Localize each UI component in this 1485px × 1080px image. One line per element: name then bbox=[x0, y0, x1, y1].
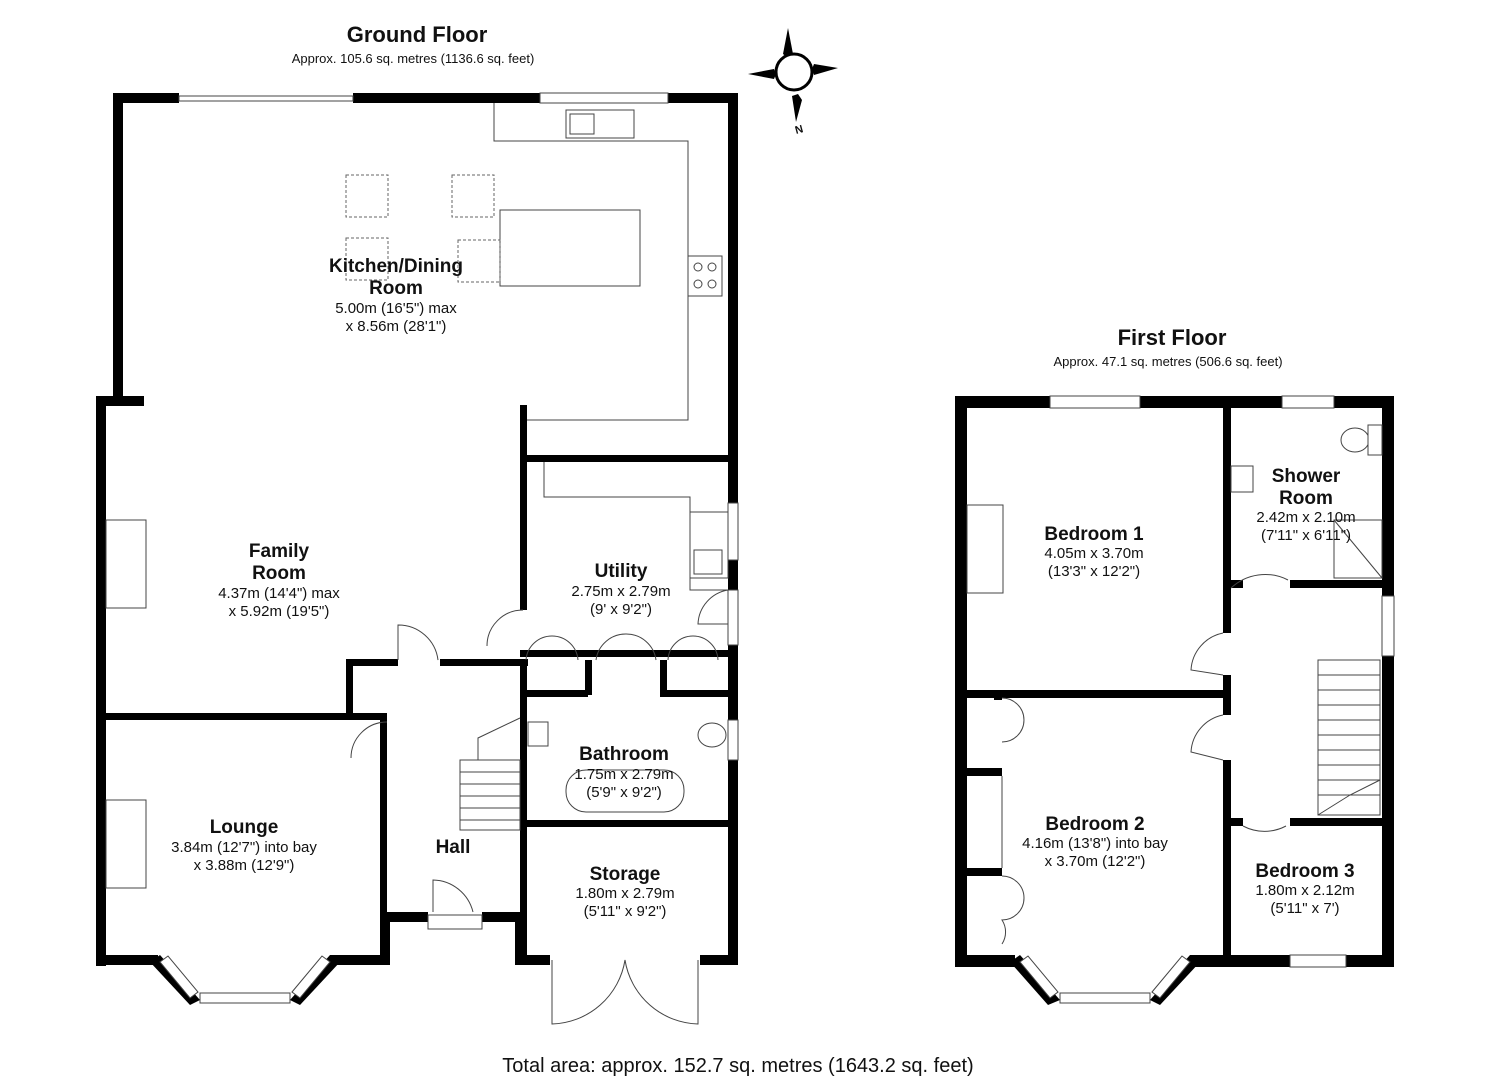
first-floor-stairs bbox=[1317, 659, 1381, 816]
utility-window bbox=[727, 502, 739, 561]
utility-dim-line1: 2.75m x 2.79m bbox=[571, 583, 670, 600]
hob bbox=[687, 255, 723, 297]
lounge-bay-window-right bbox=[291, 955, 331, 999]
hall-stairs bbox=[459, 717, 521, 831]
utility-side-door bbox=[727, 589, 739, 646]
stool bbox=[451, 174, 495, 218]
bedroom3-name: Bedroom 3 bbox=[1255, 861, 1354, 882]
utility-fixtures bbox=[543, 462, 729, 591]
first-floor-windows bbox=[1019, 395, 1395, 1004]
bathtub bbox=[565, 769, 685, 813]
kitchen-dim-line1: 5.00m (16'5") max bbox=[335, 300, 457, 317]
first-floor-area: Approx. 47.1 sq. metres (506.6 sq. feet) bbox=[1053, 354, 1282, 369]
bathroom-dim-line1: 1.75m x 2.79m bbox=[574, 766, 673, 783]
bedroom2-name: Bedroom 2 bbox=[1045, 814, 1144, 835]
bedroom1-chimney-breast bbox=[966, 504, 1004, 594]
storage-dim-line2: (5'11" x 9'2") bbox=[584, 903, 667, 920]
bathroom-window bbox=[727, 719, 739, 761]
utility-name: Utility bbox=[595, 561, 648, 582]
bathroom-toilet bbox=[697, 722, 727, 748]
lounge-fireplace bbox=[105, 799, 147, 889]
ground-floor-windows bbox=[159, 92, 739, 1004]
bathroom-name: Bathroom bbox=[579, 744, 669, 765]
room-kitchen-dining: Kitchen/Dining Room 5.00m (16'5") max x … bbox=[329, 256, 463, 335]
compass-icon bbox=[774, 52, 814, 92]
lounge-dim-line2: x 3.88m (12'9") bbox=[194, 857, 295, 874]
room-lounge: Lounge 3.84m (12'7") into bay x 3.88m (1… bbox=[171, 817, 317, 874]
bedroom1-dim-line2: (13'3" x 12'2") bbox=[1048, 563, 1140, 580]
shower-room-toilet bbox=[1340, 427, 1370, 453]
bedroom2-bay-window bbox=[1059, 992, 1151, 1004]
first-floor-walls bbox=[955, 396, 1394, 1005]
kitchen-name-line1: Kitchen/Dining bbox=[329, 256, 463, 277]
landing-window bbox=[1381, 595, 1395, 657]
bathroom-fixtures bbox=[527, 721, 727, 813]
first-floor-title: First Floor bbox=[1118, 325, 1227, 350]
ground-floor-internal-walls bbox=[106, 405, 738, 960]
room-utility: Utility 2.75m x 2.79m (9' x 9'2") bbox=[571, 561, 670, 618]
shower-room-window bbox=[1281, 395, 1335, 409]
front-door-step bbox=[427, 914, 483, 930]
bathroom-dim-line2: (5'9" x 9'2") bbox=[586, 784, 662, 801]
room-shower: Shower Room 2.42m x 2.10m (7'11" x 6'11"… bbox=[1256, 466, 1355, 544]
utility-dim-line2: (9' x 9'2") bbox=[590, 601, 652, 618]
family-name-line2: Room bbox=[252, 563, 306, 584]
family-room-fireplace bbox=[105, 519, 147, 609]
first-floor-plan: First Floor Approx. 47.1 sq. metres (506… bbox=[955, 325, 1395, 1005]
room-family: Family Room 4.37m (14'4") max x 5.92m (1… bbox=[218, 541, 340, 620]
shower-name-line1: Shower bbox=[1272, 466, 1341, 487]
storage-dim-line1: 1.80m x 2.79m bbox=[575, 885, 674, 902]
bedroom1-dim-line1: 4.05m x 3.70m bbox=[1044, 545, 1143, 562]
ground-floor-area: Approx. 105.6 sq. metres (1136.6 sq. fee… bbox=[292, 51, 535, 66]
ground-floor-doors bbox=[350, 589, 729, 1025]
bedroom2-bay-window-right bbox=[1151, 955, 1191, 999]
stool bbox=[345, 174, 389, 218]
room-hall: Hall bbox=[436, 837, 471, 858]
first-floor-doors bbox=[1190, 574, 1289, 832]
stool bbox=[457, 239, 501, 283]
stool bbox=[345, 237, 389, 281]
total-area: Total area: approx. 152.7 sq. metres (16… bbox=[502, 1055, 973, 1077]
hall-name: Hall bbox=[436, 837, 471, 858]
storage-name: Storage bbox=[590, 864, 661, 885]
room-storage: Storage 1.80m x 2.79m (5'11" x 9'2") bbox=[575, 864, 674, 920]
room-bathroom: Bathroom 1.75m x 2.79m (5'9" x 9'2") bbox=[574, 744, 673, 801]
bathroom-basin bbox=[527, 721, 549, 747]
bedroom3-window bbox=[1289, 954, 1347, 968]
wardrobes bbox=[1001, 697, 1025, 945]
ground-floor-title: Ground Floor bbox=[347, 22, 488, 47]
kitchen-window bbox=[539, 92, 669, 104]
room-bedroom1: Bedroom 1 4.05m x 3.70m (13'3" x 12'2") bbox=[1044, 524, 1144, 580]
kitchen-dim-line2: x 8.56m (28'1") bbox=[346, 318, 447, 335]
kitchen-name-line2: Room bbox=[369, 278, 423, 299]
shower-dim-line1: 2.42m x 2.10m bbox=[1256, 509, 1355, 526]
family-name-line1: Family bbox=[249, 541, 310, 562]
lounge-bay-window bbox=[199, 992, 291, 1004]
shower-dim-line2: (7'11" x 6'11") bbox=[1261, 527, 1351, 544]
bedroom2-bay-window-left bbox=[1019, 955, 1059, 999]
family-dim-line1: 4.37m (14'4") max bbox=[218, 585, 340, 602]
ground-floor-plan: Ground Floor Approx. 105.6 sq. metres (1… bbox=[96, 22, 739, 1025]
bedroom2-dim-line2: x 3.70m (12'2") bbox=[1045, 853, 1146, 870]
kitchen-fixtures bbox=[345, 103, 723, 421]
bedroom3-dim-line2: (5'11" x 7') bbox=[1270, 900, 1339, 917]
shower-room-basin bbox=[1230, 465, 1254, 493]
compass-north-label: N bbox=[794, 123, 805, 137]
shower-name-line2: Room bbox=[1279, 488, 1333, 509]
bedroom1-name: Bedroom 1 bbox=[1044, 524, 1144, 545]
family-dim-line2: x 5.92m (19'5") bbox=[229, 603, 330, 620]
room-bedroom2: Bedroom 2 4.16m (13'8") into bay x 3.70m… bbox=[1022, 814, 1168, 870]
rear-sliding-door bbox=[178, 95, 354, 102]
bedroom2-dim-line1: 4.16m (13'8") into bay bbox=[1022, 835, 1168, 852]
room-bedroom3: Bedroom 3 1.80m x 2.12m (5'11" x 7') bbox=[1255, 861, 1354, 917]
kitchen-island bbox=[499, 209, 641, 287]
lounge-bay-window-left bbox=[159, 955, 199, 999]
bedroom1-window bbox=[1049, 395, 1141, 409]
lounge-dim-line1: 3.84m (12'7") into bay bbox=[171, 839, 317, 856]
compass: N bbox=[748, 28, 838, 137]
shower-room-fixtures bbox=[1230, 424, 1383, 579]
lounge-name: Lounge bbox=[210, 817, 279, 838]
bedroom3-dim-line1: 1.80m x 2.12m bbox=[1255, 882, 1354, 899]
